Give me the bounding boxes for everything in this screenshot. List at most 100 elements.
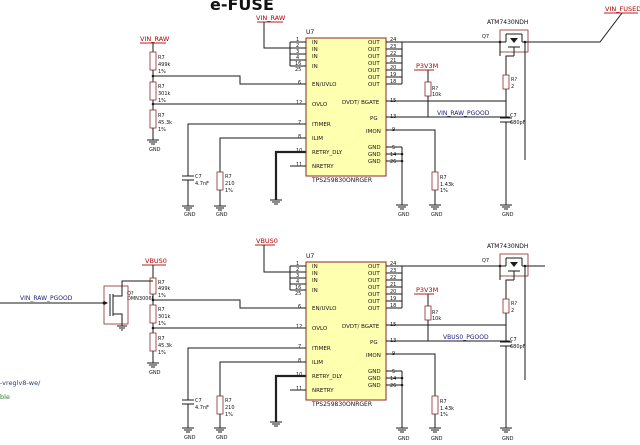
svg-text:45.3k: 45.3k: [158, 343, 172, 349]
svg-text:R7: R7: [158, 84, 165, 90]
svg-text:14: 14: [390, 152, 396, 158]
svg-text:4.7nF: 4.7nF: [195, 181, 209, 187]
svg-text:5: 5: [392, 369, 395, 375]
svg-text:OUT: OUT: [368, 61, 380, 67]
svg-text:16: 16: [295, 285, 301, 291]
svg-text:R?: R?: [432, 310, 438, 316]
net-label-vin-raw-left: VIN_RAW: [140, 35, 170, 43]
svg-text:1.43k: 1.43k: [440, 182, 454, 188]
svg-text:14: 14: [390, 376, 396, 382]
svg-text:499k: 499k: [158, 286, 171, 292]
svg-text:OVLO: OVLO: [312, 326, 328, 332]
svg-text:R7: R7: [158, 307, 165, 313]
svg-text:R7: R7: [158, 336, 165, 342]
svg-text:499k: 499k: [158, 62, 171, 68]
svg-text:IMON: IMON: [366, 353, 381, 359]
svg-text:C7: C7: [195, 398, 202, 404]
ic-ref-top: U7: [306, 29, 314, 36]
svg-text:5: 5: [392, 145, 395, 151]
ic-left-pins-bottom: IN IN IN IN 1 2 3 4 16 25 EN/UVLO 6 OVLO…: [289, 261, 343, 394]
svg-text:GND: GND: [216, 212, 228, 218]
svg-text:R7: R7: [440, 175, 447, 181]
net-label-vin-raw-pgood-top: VIN_RAW_PGOOD: [437, 110, 490, 117]
svg-text:1%: 1%: [225, 188, 233, 194]
svg-text:GND: GND: [431, 436, 443, 442]
svg-text:23: 23: [390, 268, 396, 274]
svg-text:20: 20: [390, 65, 396, 71]
svg-text:OUT: OUT: [368, 271, 380, 277]
svg-text:ILIM: ILIM: [312, 136, 323, 142]
ic-left-pins-top: IN IN IN IN 1 2 3 4 16 25 EN/UVLO 6 OVLO…: [289, 37, 343, 170]
svg-text:IMON: IMON: [366, 129, 381, 135]
svg-text:1%: 1%: [158, 293, 166, 299]
svg-text:3: 3: [296, 273, 299, 279]
net-label-vin-raw-pgood-left: VIN_RAW_PGOOD: [20, 295, 73, 302]
svg-text:IN: IN: [312, 288, 318, 294]
svg-text:4: 4: [296, 279, 299, 285]
svg-text:IN: IN: [312, 278, 318, 284]
svg-text:GND: GND: [216, 435, 228, 441]
svg-text:301k: 301k: [158, 91, 171, 97]
svg-text:7: 7: [298, 120, 301, 126]
svg-text:6: 6: [298, 80, 301, 86]
svg-text:DMN3006L: DMN3006L: [127, 296, 155, 302]
svg-text:8: 8: [298, 134, 301, 140]
svg-text:IN: IN: [312, 47, 318, 53]
svg-text:45.3k: 45.3k: [158, 120, 172, 126]
net-label-vin-fused: VIN_FUSED: [605, 5, 640, 13]
svg-text:301k: 301k: [158, 314, 171, 320]
svg-text:R7: R7: [158, 280, 165, 286]
svg-text:OUT: OUT: [368, 299, 380, 305]
svg-text:1: 1: [296, 37, 299, 43]
svg-text:4.7nF: 4.7nF: [195, 405, 209, 411]
net-label-vbus0-left: VBUS0: [145, 257, 167, 265]
svg-text:GND: GND: [431, 212, 443, 218]
bottom-left-link[interactable]: -vreglv8-we/: [0, 379, 41, 387]
svg-text:25: 25: [295, 291, 301, 297]
svg-text:OUT: OUT: [368, 278, 380, 284]
svg-text:IN: IN: [312, 264, 318, 270]
svg-text:1: 1: [296, 261, 299, 267]
svg-text:ILIM: ILIM: [312, 360, 323, 366]
svg-text:7: 7: [298, 344, 301, 350]
svg-text:R7: R7: [225, 398, 232, 404]
net-label-vbus0-pgood: VBUS0_PGOOD: [443, 334, 489, 341]
svg-text:20: 20: [390, 289, 396, 295]
svg-text:PG: PG: [370, 340, 378, 346]
svg-text:PG: PG: [370, 116, 378, 122]
svg-text:R7: R7: [158, 55, 165, 61]
svg-text:OVLO: OVLO: [312, 102, 328, 108]
svg-text:2: 2: [511, 308, 514, 314]
svg-text:OUT: OUT: [368, 54, 380, 60]
svg-text:2: 2: [511, 84, 514, 90]
svg-text:21: 21: [390, 58, 396, 64]
svg-text:R?: R?: [432, 86, 438, 92]
ic-part-bottom: TPS259830ONRGER: [311, 401, 372, 408]
svg-text:10k: 10k: [432, 92, 441, 98]
svg-text:10k: 10k: [432, 316, 441, 322]
svg-text:GND: GND: [149, 147, 161, 153]
svg-text:IN: IN: [312, 64, 318, 70]
ic-body-top: [305, 37, 387, 177]
svg-text:OUT: OUT: [368, 285, 380, 291]
svg-text:11: 11: [296, 386, 302, 392]
svg-text:IN: IN: [312, 271, 318, 277]
svg-text:3: 3: [296, 49, 299, 55]
svg-text:RETRY_DLY: RETRY_DLY: [312, 150, 343, 156]
net-label-p3v3m-bottom: P3V3M: [416, 286, 438, 294]
ic-body-bottom: [305, 261, 387, 401]
ic-ref-bottom: U7: [306, 253, 314, 260]
mosfet-bottom: ATM7430NDH Q7: [482, 243, 529, 280]
svg-text:1%: 1%: [440, 412, 448, 418]
small-fet: Q? DMN3006L: [102, 285, 155, 326]
svg-text:1%: 1%: [158, 127, 166, 133]
svg-text:22: 22: [390, 275, 396, 281]
svg-text:18: 18: [390, 79, 396, 85]
svg-text:GND: GND: [398, 436, 410, 442]
svg-text:210: 210: [225, 181, 235, 187]
svg-text:1%: 1%: [158, 350, 166, 356]
svg-text:ATM7430NDH: ATM7430NDH: [487, 19, 528, 26]
svg-text:22: 22: [390, 51, 396, 57]
svg-text:Q?: Q?: [127, 291, 134, 297]
